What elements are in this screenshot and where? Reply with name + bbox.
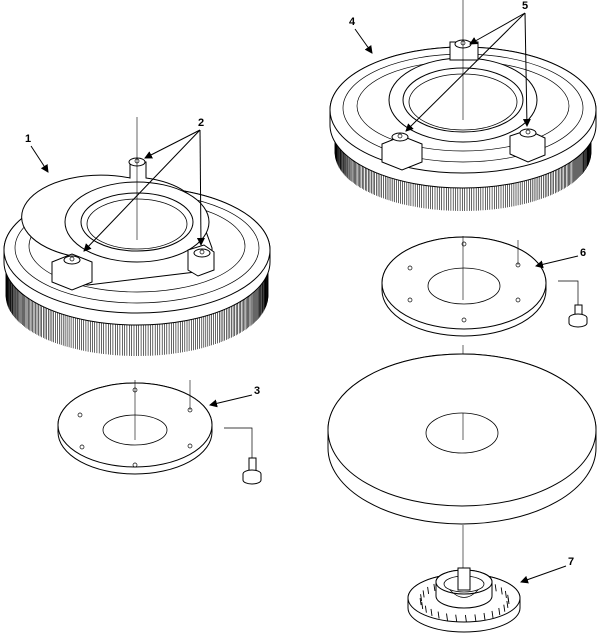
callout-2: 2	[83, 117, 205, 252]
right-brush-assembly	[329, 0, 597, 211]
screw-left-b	[193, 248, 211, 258]
callout-5: 5	[405, 0, 531, 132]
callout-1: 1	[25, 133, 49, 173]
callout-label-7: 7	[568, 556, 574, 568]
screw-right-plate	[558, 280, 588, 328]
pad-center-lock	[407, 525, 521, 633]
lock-bristle-teeth	[419, 583, 510, 623]
screw-right-b	[519, 128, 537, 138]
callout-6: 6	[535, 247, 586, 269]
right-drive-plate	[381, 236, 588, 337]
callout-3: 3	[209, 385, 260, 408]
left-brush-assembly	[3, 117, 271, 356]
pad-disc	[327, 345, 597, 525]
screw-left-plate	[224, 427, 262, 485]
left-drive-plate	[57, 380, 262, 485]
callout-label-5: 5	[522, 0, 528, 12]
callout-7: 7	[520, 556, 574, 584]
callout-label-6: 6	[580, 247, 586, 259]
callout-label-4: 4	[349, 16, 356, 28]
callout-4: 4	[349, 16, 373, 54]
screw-right-a	[391, 132, 409, 142]
callout-label-3: 3	[254, 385, 260, 397]
left-brush-bristles	[5, 262, 269, 356]
callout-label-1: 1	[25, 133, 31, 145]
screw-left-a	[63, 255, 81, 265]
callout-label-2: 2	[198, 117, 204, 129]
